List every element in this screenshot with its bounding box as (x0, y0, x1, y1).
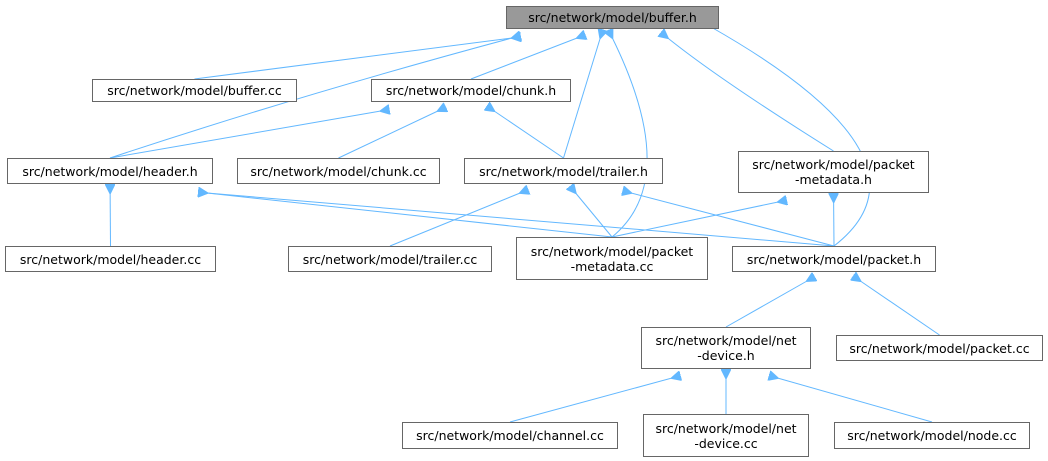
edge-trailer_h-to-pm_cc (576, 193, 613, 238)
node-label-line-2: -device.cc (694, 435, 758, 451)
node-label: src/network/model/header.h (22, 163, 198, 179)
edge-buffer_h-to-trailer_h (563, 38, 601, 159)
node-node-cc[interactable]: src/network/model/node.cc (834, 422, 1030, 449)
node-label: src/network/model/packet.cc (849, 340, 1030, 356)
node-label: src/network/model/chunk.cc (250, 163, 427, 179)
edge-buffer_h-to-pm_cc (612, 38, 648, 238)
node-label: src/network/model/packet -metadata.h (752, 157, 914, 187)
node-label: src/network/model/chunk.h (385, 83, 557, 98)
edge-pm_h-to-pm_cc (611, 202, 778, 238)
node-label: src/network/model/buffer.h (528, 10, 697, 25)
node-label-line-1: src/network/model/net (655, 333, 797, 348)
edge-buffer_h-to-chunk_h (470, 38, 577, 80)
node-label-line-2: -metadata.h (794, 172, 872, 187)
edge-chunk_h-to-chunk_cc (338, 111, 438, 159)
node-label: src/network/model/net -device.cc (655, 421, 796, 451)
edge-trailer_h-to-packet_h (631, 193, 835, 247)
node-net-device-cc[interactable]: src/network/model/net -device.cc (643, 414, 809, 457)
edge-buffer_h-to-packet_h (711, 27, 871, 247)
edge-packet_h-to-netdev_h (725, 281, 807, 328)
edge-trailer_h-to-trailer_cc (389, 193, 520, 247)
edge-buffer_h-to-header_h (109, 38, 512, 159)
node-label: src/network/model/buffer.cc (107, 83, 282, 98)
node-channel-cc[interactable]: src/network/model/channel.cc (402, 422, 618, 449)
node-packet-metadata-cc[interactable]: src/network/model/packet -metadata.cc (516, 237, 708, 280)
node-label-line-2: -metadata.cc (570, 258, 654, 274)
node-label-line-1: src/network/model/packet (752, 157, 915, 172)
edge-netdev_h-to-node_cc (778, 378, 933, 423)
node-packet-metadata-h[interactable]: src/network/model/packet -metadata.h (738, 151, 929, 193)
edge-buffer_h-to-pm_h (668, 38, 834, 152)
node-trailer-cc[interactable]: src/network/model/trailer.cc (288, 246, 492, 272)
node-label-line-1: src/network/model/packet (530, 243, 694, 259)
node-header-cc[interactable]: src/network/model/header.cc (5, 246, 216, 272)
node-label: src/network/model/header.cc (19, 251, 202, 267)
node-buffer-h[interactable]: src/network/model/buffer.h (506, 6, 719, 29)
node-packet-cc[interactable]: src/network/model/packet.cc (836, 335, 1043, 361)
node-label: src/network/model/node.cc (847, 428, 1017, 443)
node-net-device-h[interactable]: src/network/model/net -device.h (641, 327, 811, 369)
node-chunk-cc[interactable]: src/network/model/chunk.cc (237, 158, 440, 184)
node-label-line-2: -device.h (697, 348, 755, 363)
edge-header_h-to-packet_h (207, 193, 835, 247)
node-label: src/network/model/trailer.cc (302, 251, 478, 267)
node-label: src/network/model/packet.h (746, 251, 922, 267)
edge-buffer_h-to-buffer_cc (194, 38, 513, 80)
node-header-h[interactable]: src/network/model/header.h (7, 158, 213, 184)
node-label: src/network/model/channel.cc (416, 428, 604, 443)
edge-netdev_h-to-channel_cc (509, 378, 672, 423)
node-label-line-1: src/network/model/net (655, 420, 797, 436)
edge-header_h-to-pm_cc (207, 193, 613, 238)
node-buffer-cc[interactable]: src/network/model/buffer.cc (92, 79, 297, 102)
edge-packet_h-to-packet_cc (860, 281, 940, 336)
node-chunk-h[interactable]: src/network/model/chunk.h (371, 79, 571, 102)
edge-chunk_h-to-trailer_h (494, 111, 564, 159)
node-trailer-h[interactable]: src/network/model/trailer.h (464, 158, 663, 184)
node-packet-h[interactable]: src/network/model/packet.h (732, 246, 936, 272)
node-label: src/network/model/net -device.h (655, 333, 796, 363)
edge-chunk_h-to-header_h (109, 111, 381, 159)
node-label: src/network/model/packet -metadata.cc (531, 244, 693, 274)
node-label: src/network/model/trailer.h (479, 163, 648, 179)
